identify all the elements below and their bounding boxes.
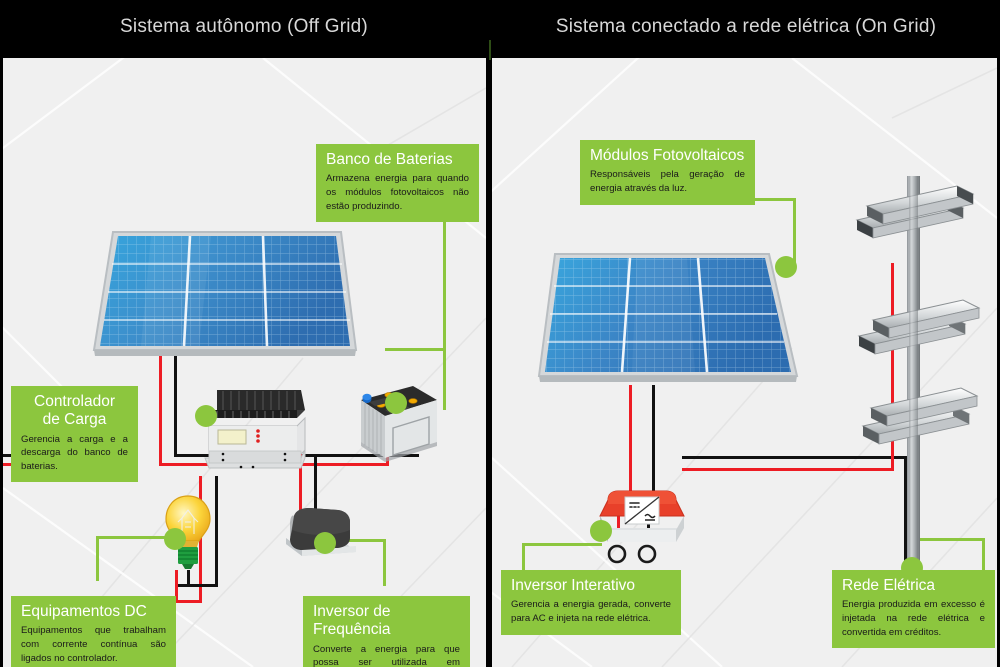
leader-line-modules-horizontal	[754, 198, 796, 201]
pv-connector-dot	[775, 256, 797, 278]
callout-equipamentos-dc[interactable]: Equipamentos DC Equipamentos que trabalh…	[11, 596, 176, 667]
callout-inversor-de-frequencia[interactable]: Inversor de Frequência Converte a energi…	[303, 596, 470, 667]
wire-panel-neg-v2	[174, 371, 177, 456]
wire-panel-pos-h	[159, 463, 219, 466]
callout-controlador-de-carga[interactable]: Controlador de Carga Gerencia a carga e …	[11, 386, 138, 483]
callout-title: Equipamentos DC	[21, 603, 147, 620]
battery-connector-dot	[385, 392, 407, 414]
inverter-connector-dot	[314, 532, 336, 554]
wire-inv-grid-neg-v	[904, 456, 907, 561]
wire-bulb-neg-v	[215, 476, 218, 586]
leader-line-grid-horizontal	[915, 538, 985, 541]
wire-panel-neg	[174, 345, 177, 373]
controller-connector-dot	[195, 405, 217, 427]
leader-line-bulb-horizontal	[96, 536, 168, 539]
battery[interactable]	[341, 384, 441, 469]
ongrid-solar-panel[interactable]	[537, 250, 802, 390]
callout-body: Gerencia a carga e a descarga do banco d…	[21, 433, 128, 472]
wire-inv-grid-pos-h	[682, 468, 894, 471]
callout-title: Módulos Fotovoltaicos	[590, 147, 745, 164]
wire-bulb-neg-h	[175, 584, 218, 587]
leader-line-modules-vertical	[793, 198, 796, 266]
callout-rede-eletrica[interactable]: Rede Elétrica Energia produzida em exces…	[832, 570, 995, 649]
wire-bulb-pos-h	[175, 600, 202, 603]
callout-body: Energia produzida em excesso é injetada …	[842, 599, 985, 638]
wire-controller-battery-neg	[264, 454, 419, 457]
wire-inv-grid-pos-v	[891, 263, 894, 471]
wire-panel-neg-h	[174, 454, 219, 457]
wire-panel-pos-v2	[159, 406, 162, 465]
leader-line-battery-horizontal	[385, 348, 446, 351]
callout-title: Inversor Interativo	[511, 577, 636, 594]
wire-bulb-pos-stub	[175, 570, 178, 602]
callout-body: Gerencia a energia gerada, converte para…	[511, 599, 671, 624]
leader-line-bulb-vertical	[96, 536, 99, 581]
wire-inv-out-left	[617, 506, 620, 540]
charge-controller[interactable]	[201, 388, 316, 478]
wire-controller-battery-pos	[264, 463, 389, 466]
wire-pv-pos	[629, 385, 632, 507]
wire-inverter-neg	[314, 454, 317, 516]
leader-line-inverter-horizontal	[333, 539, 386, 542]
header-bar: Sistema autônomo (Off Grid) Sistema cone…	[0, 0, 1000, 60]
ongrid-panel: Módulos Fotovoltaicos Responsáveis pela …	[492, 58, 997, 667]
interactive-inverter[interactable]	[592, 488, 692, 564]
callout-inversor-interativo[interactable]: Inversor Interativo Gerencia a energia g…	[501, 570, 681, 635]
offgrid-panel: Banco de Baterias Armazena energia para …	[3, 58, 486, 667]
leader-line-inverter-vertical	[383, 539, 386, 586]
wire-pv-neg	[652, 385, 655, 503]
callout-title: Controlador de Carga	[34, 393, 115, 429]
leader-line-inv-horizontal	[522, 543, 602, 546]
callout-body: Equipamentos que trabalham com corrente …	[21, 625, 166, 664]
inverter-interactive-dot	[590, 520, 612, 542]
header-divider	[489, 40, 491, 60]
wire-inv-grid-neg-h	[682, 456, 907, 459]
utility-pole[interactable]	[855, 176, 981, 576]
wire-inverter-pos	[299, 454, 302, 516]
header-title-ongrid: Sistema conectado a rede elétrica (On Gr…	[555, 16, 937, 37]
offgrid-solar-panel[interactable]	[91, 226, 361, 361]
callout-title: Rede Elétrica	[842, 577, 936, 594]
callout-banco-de-baterias[interactable]: Banco de Baterias Armazena energia para …	[316, 144, 479, 223]
callout-body: Converte a energia para que possa ser ut…	[313, 643, 460, 667]
callout-body: Responsáveis pela geração de energia atr…	[590, 169, 745, 194]
bulb-connector-dot	[164, 528, 186, 550]
wire-bulb-neg-stub	[187, 570, 190, 586]
header-title-offgrid: Sistema autônomo (Off Grid)	[120, 16, 368, 37]
callout-title: Banco de Baterias	[326, 151, 453, 168]
callout-modulos-fotovoltaicos[interactable]: Módulos Fotovoltaicos Responsáveis pela …	[580, 140, 755, 205]
callout-body: Armazena energia para quando os módulos …	[326, 173, 469, 212]
leader-line-battery-vertical	[443, 210, 446, 410]
callout-title: Inversor de Frequência	[313, 603, 391, 639]
wire-panel-pos	[159, 345, 162, 408]
